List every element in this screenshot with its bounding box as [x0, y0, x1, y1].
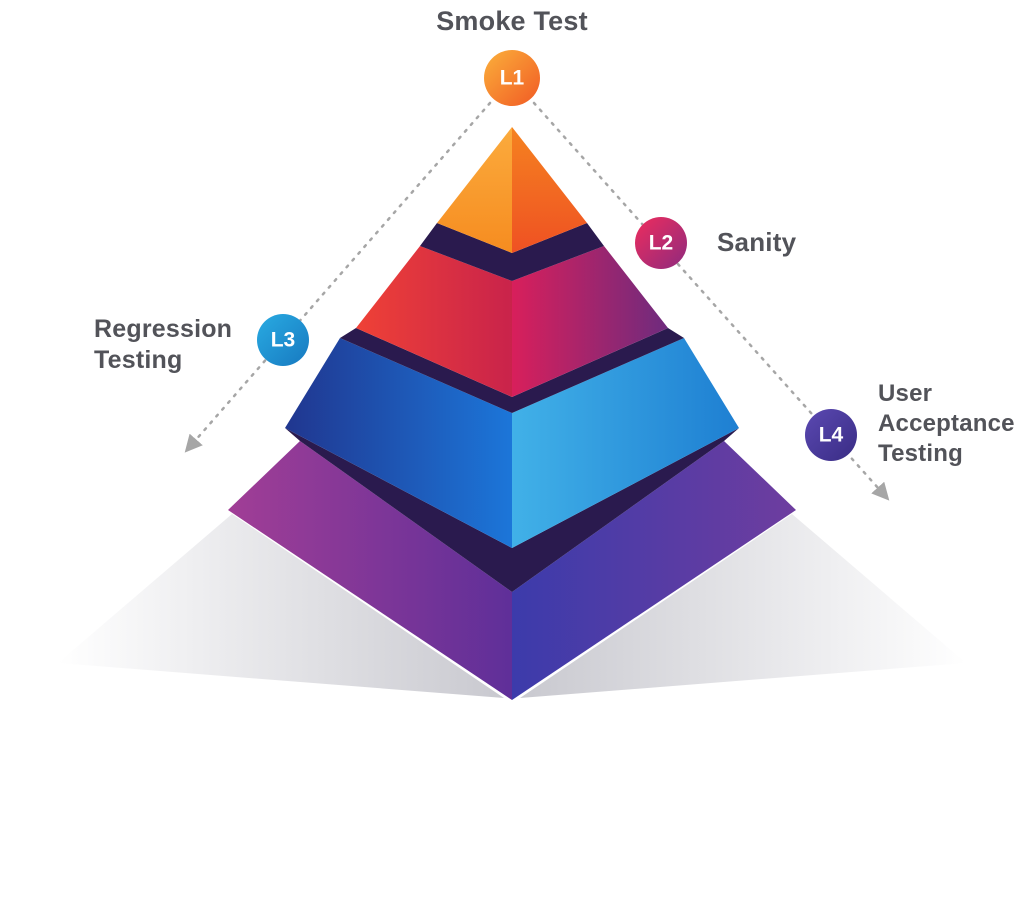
tier3-left-face: [285, 338, 512, 548]
tier1-cap-right-face: [512, 127, 587, 253]
shadow-wing-left: [58, 514, 504, 698]
level-3-label: Regression Testing: [94, 314, 232, 376]
level-badge-l1-text: L1: [500, 67, 525, 90]
level-4-label-line-3: Testing: [878, 440, 963, 467]
level-badge-l1: L1: [484, 50, 540, 106]
level-badge-l3: L3: [257, 314, 309, 366]
level-badge-l4-text: L4: [819, 424, 844, 447]
tier4-right-face: [512, 441, 796, 700]
tier2-left-face: [356, 246, 512, 397]
level-badge-l3-text: L3: [271, 329, 296, 352]
tier4-left-face: [228, 441, 512, 700]
tier1-cap-left-face: [437, 127, 512, 253]
level-3-label-line-2: Testing: [94, 346, 183, 374]
level-badge-l2-text: L2: [649, 232, 674, 255]
shadow-wing-right: [520, 514, 966, 698]
level-4-label-line-1: User: [878, 380, 933, 407]
level-3-label-line-1: Regression: [94, 315, 233, 343]
level-badge-l2: L2: [635, 217, 687, 269]
tier2-right-face: [512, 246, 668, 397]
level-4-label: User Acceptance Testing: [878, 379, 1015, 469]
level-1-label: Smoke Test: [436, 6, 588, 36]
level-4-label-line-2: Acceptance: [878, 410, 1015, 437]
level-2-label: Sanity: [717, 227, 797, 257]
tier3-right-face: [512, 338, 739, 548]
tier4-top-band: [285, 428, 739, 592]
tier2-top-band: [420, 223, 604, 281]
level-badge-l4: L4: [805, 409, 857, 461]
tier3-top-band: [340, 328, 684, 413]
